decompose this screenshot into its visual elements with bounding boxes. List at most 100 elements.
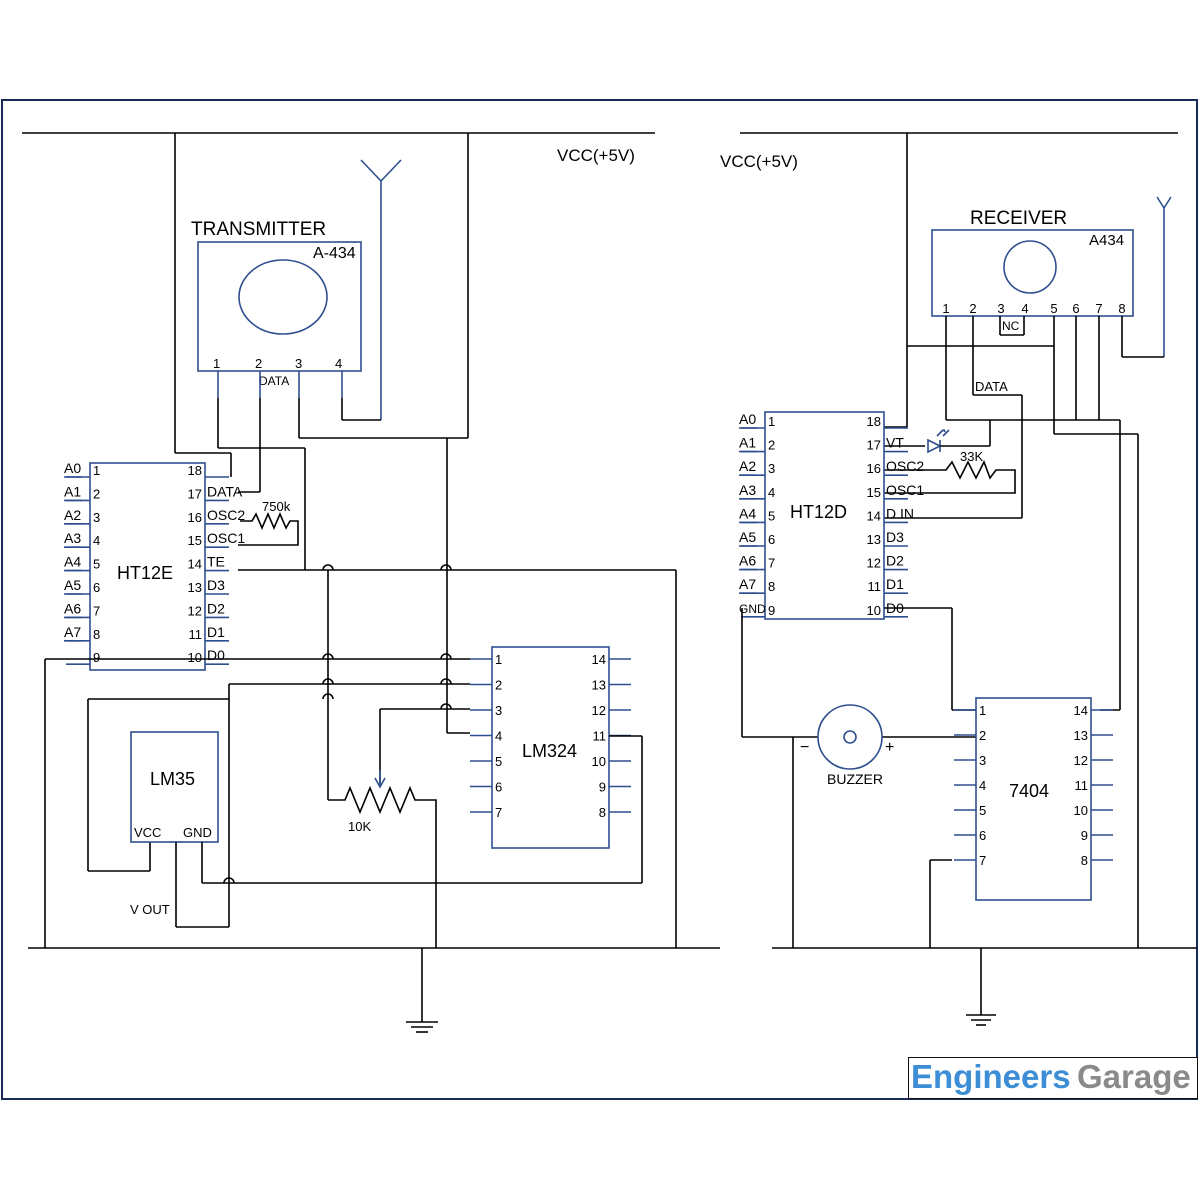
pin-number: 12 [1074,753,1088,768]
pin-label: A4 [64,554,81,570]
pin-label: A3 [739,482,756,498]
pin-number: 5 [768,508,775,523]
pin-label: OSC2 [886,458,924,474]
lm35-vout-label: V OUT [130,902,170,917]
tx-module-part: A-434 [313,245,356,262]
ht12e-label: HT12E [117,563,173,583]
pin-label: A3 [64,530,81,546]
pin-number: 10 [1074,803,1088,818]
pin-number: 15 [867,485,881,500]
pin-number: 3 [93,510,100,525]
pin-number: 6 [93,580,100,595]
pin-label: A0 [64,460,81,476]
engineers-garage-logo: Engineers Garage [908,1057,1198,1099]
brand-part1: Engineers [911,1058,1071,1095]
tx-antenna-icon [360,159,402,420]
rx-osc-resistor-label: 33K [960,449,983,464]
pin-label: A7 [739,576,756,592]
lm324-label: LM324 [522,741,577,761]
rx-module-pin: 7 [1095,301,1102,316]
rx-vcc-label: VCC(+5V) [720,152,798,171]
pin-label: D2 [207,600,225,616]
rx-module-pin: 6 [1072,301,1079,316]
pin-number: 12 [867,556,881,571]
tx-vcc-label: VCC(+5V) [557,146,635,165]
ht12d-chip [764,411,885,620]
pin-number: 15 [188,533,202,548]
pin-number: 14 [1074,703,1088,718]
buzzer-minus: − [800,739,809,756]
pot-icon [328,785,437,948]
pin-number: 1 [495,652,502,667]
pin-number: 17 [188,486,202,501]
brand-part2: Garage [1077,1058,1191,1095]
pin-number: 5 [979,803,986,818]
tx-module-pin: 4 [335,356,342,371]
pin-number: 8 [1081,853,1088,868]
pin-number: 2 [768,438,775,453]
ht12e-chip [89,462,206,671]
pot-label: 10K [348,819,371,834]
rx-module-pin: 5 [1050,301,1057,316]
pin-number: 12 [188,603,202,618]
pin-number: 7 [979,853,986,868]
rx-module-pin: 8 [1118,301,1125,316]
rx-crystal-icon [1003,240,1057,294]
tx-module [197,241,362,372]
pin-label: D IN [886,505,914,521]
pin-number: 8 [599,805,606,820]
pin-number: 14 [592,652,606,667]
pin-label: A6 [64,600,81,616]
vt-led-icon [927,428,950,454]
rx-module [931,229,1134,317]
inverter-chip [975,697,1092,901]
lm35-vcc-label: VCC [134,825,161,840]
pin-number: 13 [1074,728,1088,743]
ht12d-label: HT12D [790,502,847,522]
pin-number: 13 [867,532,881,547]
tx-crystal-icon [238,259,328,335]
pin-number: 11 [593,729,607,744]
buzzer-label: BUZZER [827,771,883,787]
pin-label: A5 [64,577,81,593]
pin-number: 3 [495,703,502,718]
pin-number: 13 [592,678,606,693]
pin-number: 11 [1075,778,1089,793]
pin-label: OSC1 [207,530,245,546]
pin-label: D1 [886,576,904,592]
pin-number: 3 [979,753,986,768]
pin-label: TE [207,554,225,570]
pin-number: 8 [93,627,100,642]
pin-label: A5 [739,529,756,545]
tx-module-pin: 2 [255,356,262,371]
pin-number: 16 [188,510,202,525]
tx-data-label: DATA [259,374,289,388]
inverter-right-pins: 14 13 12 11 10 9 8 [1074,703,1113,868]
pin-label: D0 [207,647,225,663]
pin-number: 10 [188,650,202,665]
pin-number: 17 [867,438,881,453]
pin-number: 4 [979,778,986,793]
pin-number: 14 [188,557,202,572]
pin-label: DATA [207,483,243,499]
pin-label: A2 [739,458,756,474]
tx-osc-resistor-icon [238,511,299,546]
rx-module-pin: 2 [969,301,976,316]
buzzer-plus: + [885,739,894,756]
tx-osc-resistor-label: 750k [262,499,291,514]
pin-label: D1 [207,624,225,640]
pin-number: 11 [189,627,203,642]
pin-number: 9 [93,650,100,665]
pin-number: 9 [1081,828,1088,843]
pin-number: 7 [93,603,100,618]
pin-label: D3 [207,577,225,593]
pin-label: VT [886,435,904,451]
pin-label: A1 [64,483,81,499]
pin-number: 4 [93,533,100,548]
